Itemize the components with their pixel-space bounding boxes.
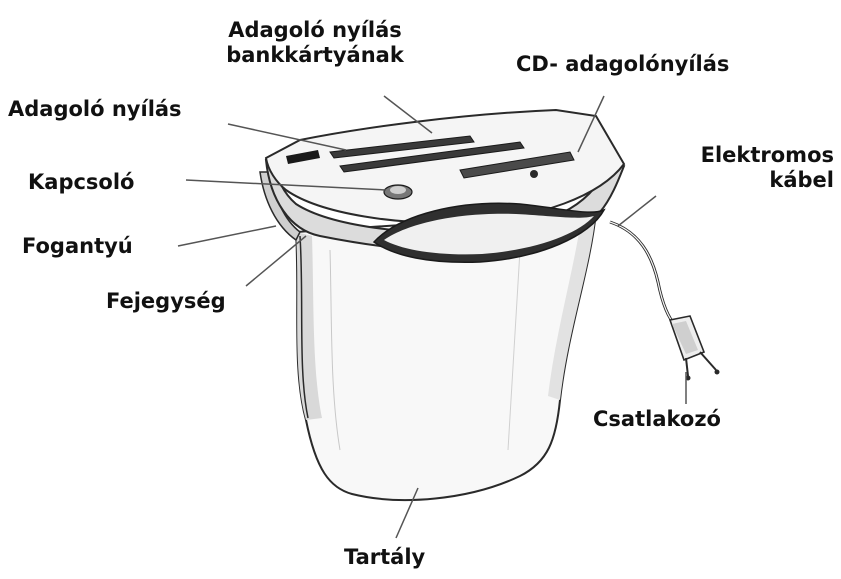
label-feed-slot: Adagoló nyílás bbox=[8, 97, 182, 122]
label-head-unit-text: Fejegység bbox=[106, 289, 226, 313]
label-feed-slot-card-line-1: Adagoló nyílás bbox=[203, 18, 427, 43]
label-plug: Csatlakozó bbox=[593, 407, 721, 432]
label-bin: Tartály bbox=[344, 545, 425, 570]
label-cd-slot-text: CD- adagolónyílás bbox=[516, 52, 729, 76]
label-feed-slot-card: Adagoló nyílás bankkártyának bbox=[203, 18, 427, 68]
leader-cable bbox=[618, 196, 656, 226]
label-feed-slot-text: Adagoló nyílás bbox=[8, 97, 182, 121]
leader-handle bbox=[178, 226, 276, 246]
label-switch: Kapcsoló bbox=[28, 170, 134, 195]
label-feed-slot-card-line-2: bankkártyának bbox=[203, 43, 427, 68]
label-handle: Fogantyú bbox=[22, 234, 133, 259]
label-cable: Elektromos kábel bbox=[654, 143, 834, 193]
label-plug-text: Csatlakozó bbox=[593, 407, 721, 431]
label-cd-slot: CD- adagolónyílás bbox=[516, 52, 729, 77]
label-handle-text: Fogantyú bbox=[22, 234, 133, 258]
label-switch-text: Kapcsoló bbox=[28, 170, 134, 194]
label-cable-line-1: Elektromos bbox=[654, 143, 834, 168]
cable-shape bbox=[610, 222, 676, 326]
label-cable-line-2: kábel bbox=[654, 168, 834, 193]
plug-shape bbox=[670, 316, 720, 381]
label-bin-text: Tartály bbox=[344, 545, 425, 569]
label-head-unit: Fejegység bbox=[106, 289, 226, 314]
